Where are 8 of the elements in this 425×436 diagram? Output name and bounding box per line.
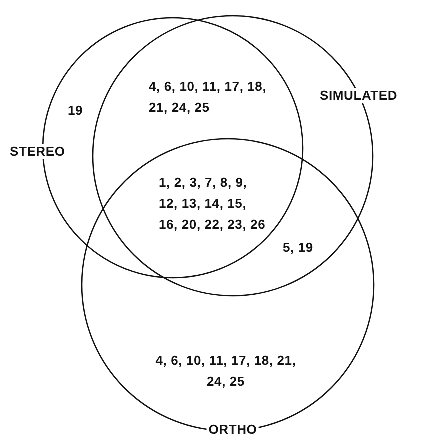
region-numbers: 4, 6, 10, 11, 17, 18, 21, 24, 25: [149, 78, 267, 117]
set-label: STEREO: [8, 144, 68, 159]
region-numbers: 19: [68, 102, 84, 120]
set-label: SIMULATED: [318, 88, 400, 103]
region-numbers: 5, 19: [283, 239, 314, 257]
region-numbers: 1, 2, 3, 7, 8, 9, 12, 13, 14, 15, 16, 20, 22, 23, 26: [159, 174, 267, 234]
set-label: ORTHO: [206, 422, 260, 436]
region-numbers: 4, 6, 10, 11, 17, 18, 21, 24, 25: [154, 352, 298, 391]
